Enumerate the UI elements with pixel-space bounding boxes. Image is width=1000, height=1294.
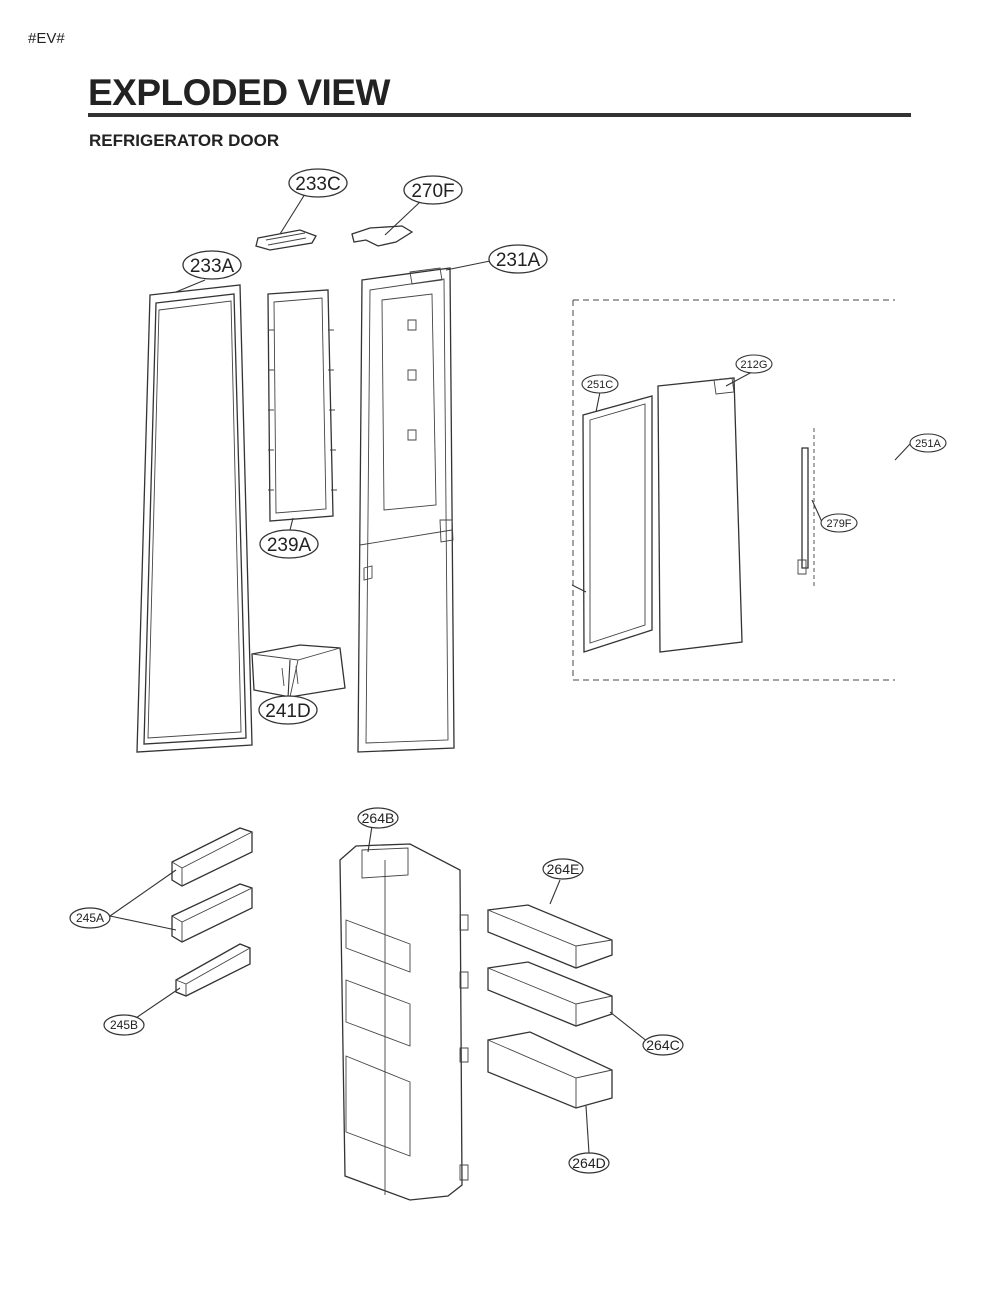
callout-264d: 264D (568, 1152, 610, 1174)
leader-lines (109, 193, 911, 1154)
part-264b-door-liner (339, 843, 469, 1201)
svg-text:264B: 264B (362, 810, 395, 826)
part-279f-rod (797, 428, 815, 586)
callout-279f: 279F (820, 513, 858, 533)
callout-233c: 233C (288, 168, 348, 198)
callout-231a: 231A (488, 244, 548, 274)
callout-264e: 264E (542, 858, 584, 880)
part-270f-hinge-cover (351, 225, 414, 247)
part-233a-gasket (136, 284, 253, 753)
svg-text:264C: 264C (646, 1037, 679, 1053)
page-subtitle: REFRIGERATOR DOOR (89, 131, 280, 150)
svg-text:231A: 231A (496, 250, 541, 271)
part-212g-door-panel (657, 377, 743, 653)
part-264e-bin (487, 904, 613, 969)
callout-233a: 233A (182, 250, 242, 280)
svg-text:233C: 233C (295, 174, 340, 195)
part-245b-shelf (175, 943, 251, 997)
svg-text:264D: 264D (572, 1155, 605, 1171)
part-264c-bin (487, 961, 613, 1027)
callout-270f: 270F (403, 175, 463, 205)
svg-text:239A: 239A (267, 535, 312, 556)
svg-text:245A: 245A (76, 911, 104, 925)
svg-text:233A: 233A (190, 256, 235, 277)
callout-251a: 251A (909, 433, 947, 453)
svg-text:245B: 245B (110, 1018, 138, 1032)
callout-264b: 264B (357, 807, 399, 829)
callout-212g: 212G (735, 354, 773, 374)
page-title: EXPLODED VIEW (88, 72, 390, 113)
callout-251c: 251C (581, 374, 619, 394)
callout-264c: 264C (642, 1034, 684, 1056)
callout-245b: 245B (103, 1014, 145, 1036)
svg-text:270F: 270F (411, 181, 454, 202)
callout-245a: 245A (69, 907, 111, 929)
part-241d-bin (251, 644, 346, 698)
part-251c-panel-frame (582, 395, 653, 653)
callout-239a: 239A (259, 529, 319, 559)
svg-text:251C: 251C (587, 379, 613, 391)
callout-241d: 241D (258, 695, 318, 725)
part-264d-bin (487, 1031, 613, 1109)
part-233c-hinge (255, 229, 317, 251)
part-245a-shelves (171, 827, 253, 943)
svg-text:264E: 264E (547, 861, 580, 877)
part-239a-inner-frame (267, 289, 337, 522)
svg-text:212G: 212G (741, 359, 768, 371)
title-rule (88, 113, 911, 117)
option-dashed-frame (572, 299, 895, 681)
svg-text:251A: 251A (915, 438, 941, 450)
svg-text:279F: 279F (826, 518, 851, 530)
svg-text:241D: 241D (265, 701, 310, 722)
part-231a-door (357, 267, 455, 753)
doc-tag: #EV# (28, 30, 65, 47)
